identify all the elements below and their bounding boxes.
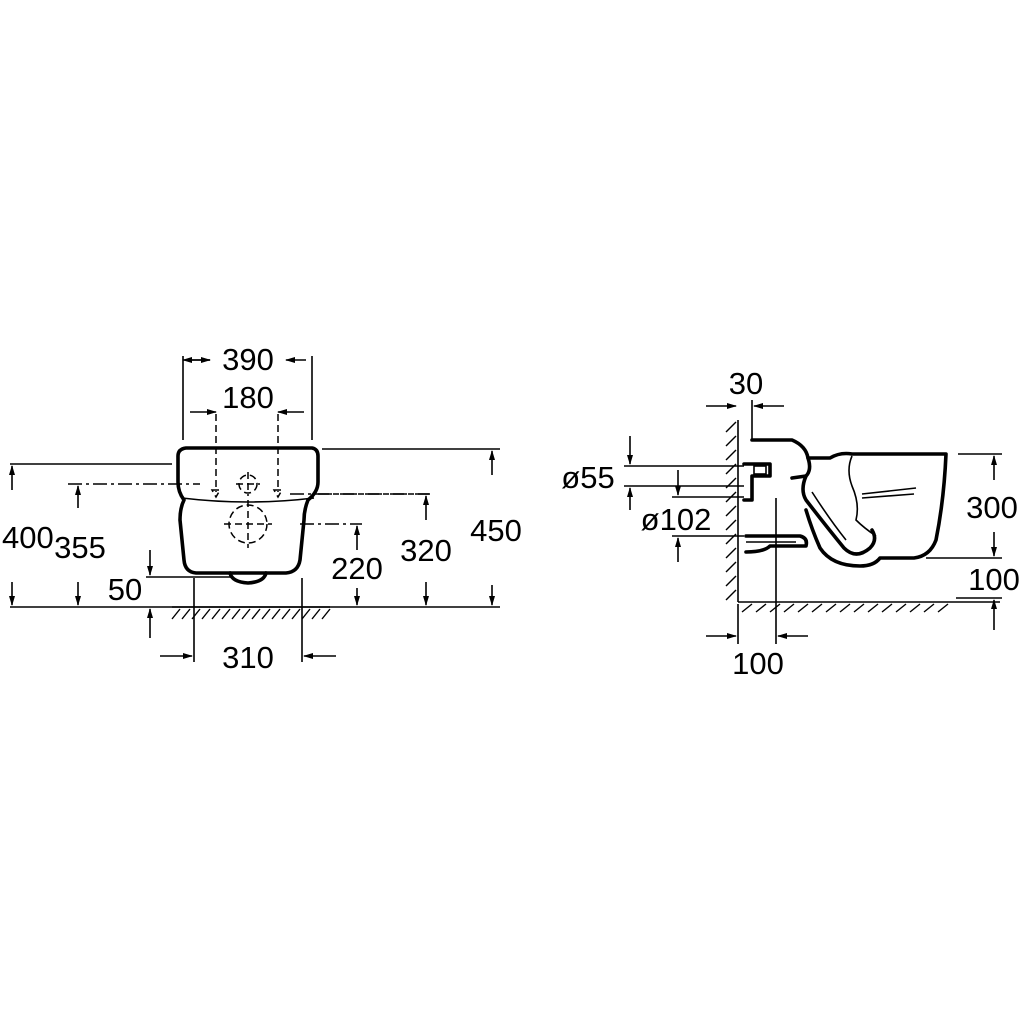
dim-30-label: 30: [729, 366, 763, 401]
dim-100-offset: [706, 498, 808, 644]
side-toilet-outline: [750, 438, 948, 568]
side-floor-hatch: [741, 603, 949, 613]
dim-220-label: 220: [331, 551, 383, 586]
dim-355-label: 355: [54, 530, 106, 565]
dim-310-label: 310: [222, 640, 274, 675]
dim-50: [146, 550, 232, 638]
dim-o55: [624, 436, 744, 510]
dim-30: [706, 400, 784, 440]
side-rim-line: [861, 487, 917, 495]
dim-390-label: 390: [222, 342, 274, 377]
dim-320-label: 320: [400, 533, 452, 568]
dim-450-label: 450: [470, 513, 522, 548]
front-toilet-outline: [176, 446, 320, 575]
side-inlet: [742, 462, 772, 502]
dim-100-height-label: 100: [968, 562, 1020, 597]
front-floor-hatch: [171, 606, 331, 620]
dim-390: [182, 356, 313, 440]
fixing-holes: [210, 414, 284, 499]
side-bowl-interior: [848, 455, 877, 537]
dim-o55-label: ø55: [561, 460, 614, 495]
dim-180-label: 180: [222, 380, 274, 415]
front-view: 390 180 450 400 355: [2, 342, 522, 675]
inlet-symbol: [236, 472, 260, 496]
dim-310: [160, 578, 336, 662]
side-trap: [801, 474, 877, 556]
dim-300-label: 300: [966, 490, 1018, 525]
dim-100-height: [956, 597, 1002, 630]
front-foot: [228, 571, 268, 585]
wall-hatch: [725, 421, 737, 601]
side-view: 30 ø55 ø102 300 100: [561, 366, 1020, 681]
dim-450: [322, 448, 500, 606]
dim-50-label: 50: [108, 572, 142, 607]
side-outlet: [744, 534, 809, 554]
dim-100-offset-label: 100: [732, 646, 784, 681]
dim-400: [9, 463, 172, 606]
dim-o102: [672, 470, 744, 562]
dim-o102-label: ø102: [641, 502, 712, 537]
dim-300: [926, 453, 1002, 559]
outlet-symbol: [224, 500, 272, 548]
dim-400-label: 400: [2, 520, 54, 555]
